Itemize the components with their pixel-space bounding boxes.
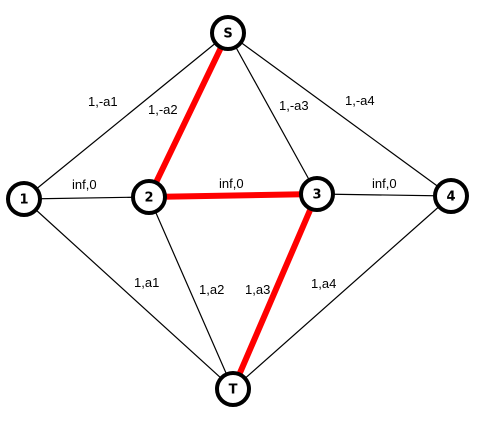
node-circle-1	[6, 181, 42, 217]
edge-labels-layer: 1,-a1 1,-a2 1,-a3 1,-a4 inf,0 inf,0 inf,0 1,a1 1…	[72, 93, 397, 297]
edge-s-1	[23, 32, 229, 200]
node-1: 1	[6, 181, 42, 217]
node-circle-s	[210, 15, 246, 51]
edge-label-3-4: inf,0	[372, 176, 397, 191]
edge-label-s-4: 1,-a4	[345, 93, 375, 108]
node-t: T	[215, 371, 251, 407]
edge-1-2	[23, 196, 150, 200]
nodes-layer: S 1 2 3 4T	[6, 15, 469, 407]
node-label-3: 3	[312, 188, 321, 203]
edge-1-t	[23, 198, 234, 390]
node-label-4: 4	[446, 190, 455, 205]
edge-3-t-highlighted	[230, 191, 320, 392]
edge-label-1-2: inf,0	[72, 177, 97, 192]
node-circle-3	[299, 176, 335, 212]
edge-label-1-t: 1,a1	[134, 275, 159, 290]
edge-s-4	[227, 32, 452, 197]
node-circle-t	[215, 371, 251, 407]
node-label-t: T	[229, 383, 238, 398]
node-2: 2	[131, 179, 167, 215]
edge-2-3-highlighted	[146, 191, 320, 200]
node-label-1: 1	[19, 193, 28, 208]
node-4: 4	[433, 178, 469, 214]
edge-4-t	[232, 195, 452, 390]
node-circle-2	[131, 179, 167, 215]
node-label-s: S	[223, 27, 232, 42]
node-label-2: 2	[144, 191, 153, 206]
node-3: 3	[299, 176, 335, 212]
edge-s-3	[227, 32, 318, 195]
node-s: S	[210, 15, 246, 51]
edge-label-s-3: 1,-a3	[279, 98, 309, 113]
edge-label-s-1: 1,-a1	[88, 94, 118, 109]
edge-label-s-2: 1,-a2	[148, 102, 178, 117]
edge-2-t	[148, 196, 234, 390]
edge-label-3-t: 1,a3	[245, 282, 270, 297]
node-circle-4	[433, 178, 469, 214]
edge-s-2-highlighted	[146, 30, 231, 200]
edge-label-2-3: inf,0	[219, 176, 244, 191]
edge-label-2-t: 1,a2	[199, 282, 224, 297]
edge-3-4	[316, 193, 452, 197]
edges-layer	[23, 30, 452, 392]
edge-label-4-t: 1,a4	[311, 276, 336, 291]
